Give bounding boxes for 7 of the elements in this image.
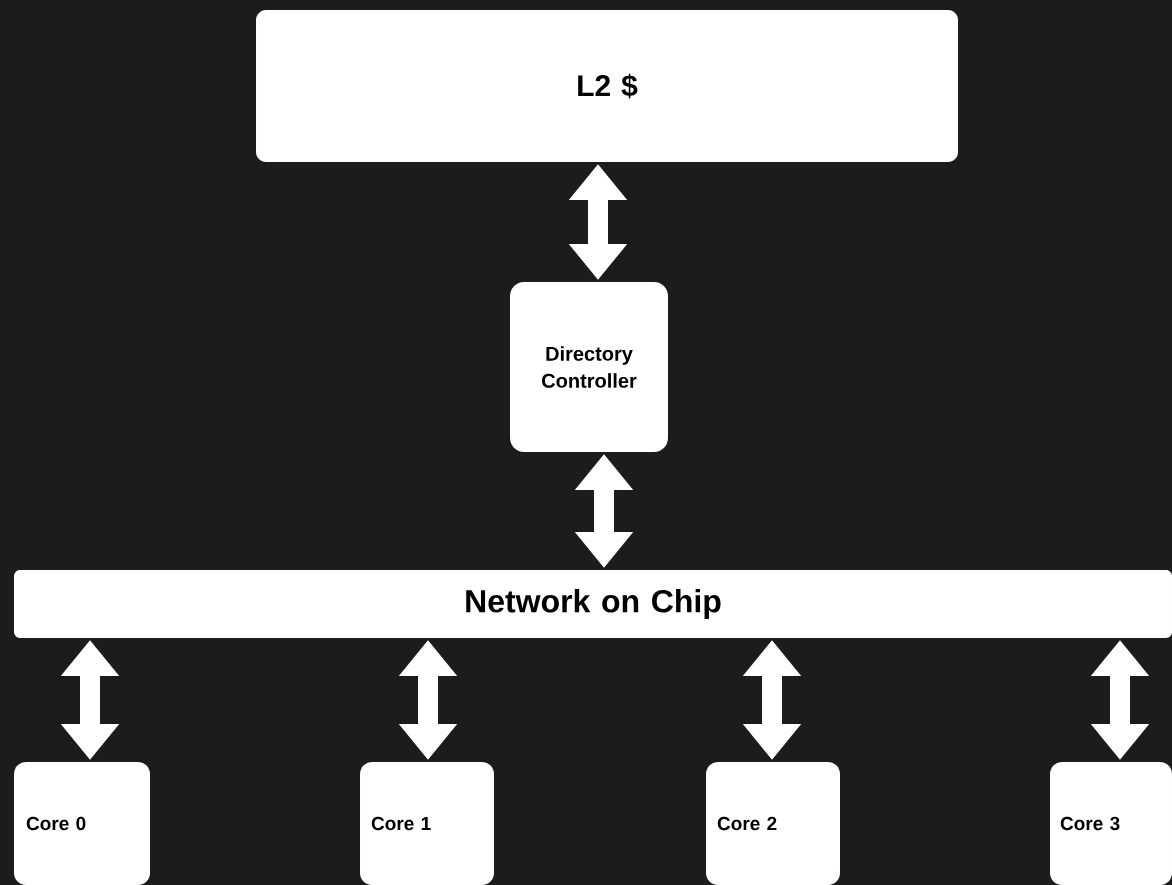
core-box: Core 3 — [1050, 762, 1172, 885]
core-box: Core 1 — [360, 762, 494, 885]
core-box: Core 0 — [14, 762, 150, 885]
cache-box: L2 $ — [256, 10, 958, 162]
core-box: Core 2 — [706, 762, 840, 885]
controller-box: Directory Controller — [510, 282, 668, 452]
network-bar: Network on Chip — [14, 570, 1172, 638]
